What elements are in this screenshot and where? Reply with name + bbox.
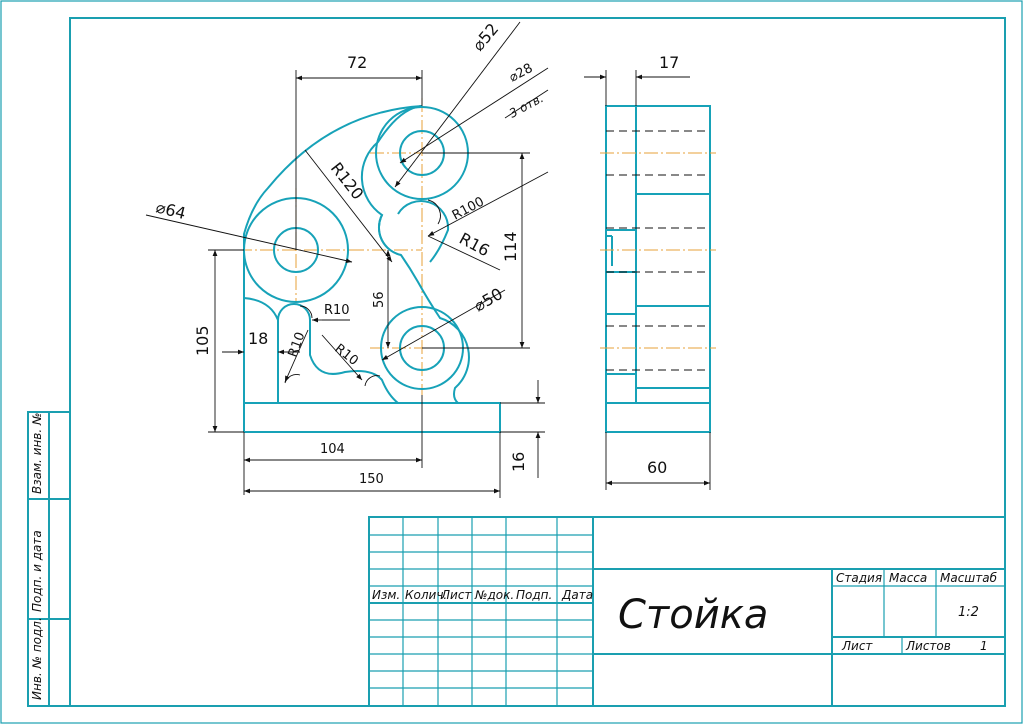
dim-18: 18 [248,329,268,348]
sheets-label: Листов [905,639,951,653]
dim-16: 16 [509,452,528,472]
sheet-label: Лист [841,639,873,653]
sheets-value: 1 [980,639,988,653]
title-block: Изм. Колич. Лист №док. Подп. Дата Стойка… [368,516,1006,707]
inv-orig-label: Инв. № подл. [30,617,44,700]
lower-tab [277,303,399,404]
dim-r10-b: R10 [286,330,309,359]
front-view: 72 ⌀52 ⌀28 3 отв. R120 R100 R16 ⌀64 114 … [145,19,549,498]
dim-56: 56 [372,291,387,308]
header-list: Лист [440,588,472,602]
dim-r100: R100 [450,194,487,223]
part-outline [243,105,501,433]
slot-arc [377,214,402,256]
sign-date-label: Подп. и дата [30,530,44,612]
header-kolich: Колич. [405,588,447,602]
side-outline [605,105,711,433]
dim-150: 150 [359,472,384,487]
header-podp: Подп. [516,588,552,602]
dim-72: 72 [347,53,367,72]
dim-105: 105 [193,325,212,356]
dim-r16: R16 [456,229,493,261]
dim-d52: ⌀52 [469,19,503,54]
mass-label: Масса [889,571,927,585]
side-stamp: Инв. № подл. Подп. и дата Взам. инв. № [27,411,71,707]
scale-label: Масштаб [940,571,998,585]
stage-label: Стадия [836,571,882,585]
drawing-title: Стойка [618,592,768,638]
dim-d64: ⌀64 [154,197,188,223]
dim-17: 17 [659,53,679,72]
dim-114: 114 [501,231,520,262]
dim-104: 104 [320,442,345,457]
left-fillet [243,297,279,321]
header-ndok: №док. [474,588,514,602]
dim-60: 60 [647,458,667,477]
dim-d28: ⌀28 [507,61,536,86]
dim-r10-c: R10 [332,341,361,369]
header-data: Дата [561,588,593,602]
scale-value: 1:2 [958,605,979,620]
dim-r10-a: R10 [324,303,350,318]
inv-replace-label: Взам. инв. № [30,413,44,494]
r16-arc [397,200,450,263]
header-izm: Изм. [372,588,400,602]
side-view: 17 60 [584,53,716,490]
dim-d50: ⌀50 [471,284,506,315]
dim-holes: 3 отв. [507,91,546,121]
